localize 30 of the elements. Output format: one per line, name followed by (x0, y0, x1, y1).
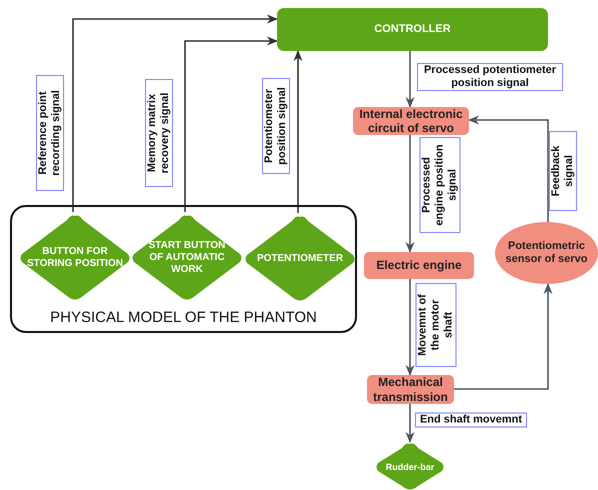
edge-label: Movemnt of the motor shaft (416, 283, 456, 367)
process-box (364, 252, 474, 279)
arrow (406, 135, 414, 254)
node-label: BUTTON FOR STORING POSITION (26, 246, 124, 270)
node-label: Rudder-bar (386, 462, 434, 472)
node-label: CONTROLLER (374, 22, 451, 36)
group-container (10, 205, 357, 333)
node-label: Internal electronic circuit of servo (358, 106, 464, 136)
edge-label: Processed potentiometer position signal (417, 63, 563, 91)
edge-label: Potentiometer position signal (262, 78, 290, 174)
edge-label: Memory matrix recovery signal (145, 79, 173, 187)
edge-label: Feedback signal (549, 131, 577, 211)
arrow (294, 50, 302, 213)
group-title: PHYSICAL MODEL OF THE PHANTON (50, 309, 317, 327)
process-box (277, 8, 548, 51)
arrow (406, 404, 414, 444)
node-label: Electric engine (376, 258, 462, 273)
edge-label: End shaft movemnt (415, 412, 527, 428)
arrow (454, 282, 552, 390)
arrow (406, 51, 414, 108)
arrow (72, 14, 278, 212)
node-label: START BUTTON OF AUTOMATIC WORK (148, 240, 226, 276)
arrow (406, 279, 414, 376)
edge-label: Processed engine position signal (420, 137, 460, 233)
node-label: POTENTIOMETER (256, 253, 344, 265)
arrow (184, 36, 278, 212)
node-label: Potentiometric sensor of servo (504, 240, 588, 266)
edge-label: Reference point recording signal (36, 75, 64, 191)
node-label: Mechanical transmission (372, 375, 449, 404)
arrow (468, 116, 549, 222)
